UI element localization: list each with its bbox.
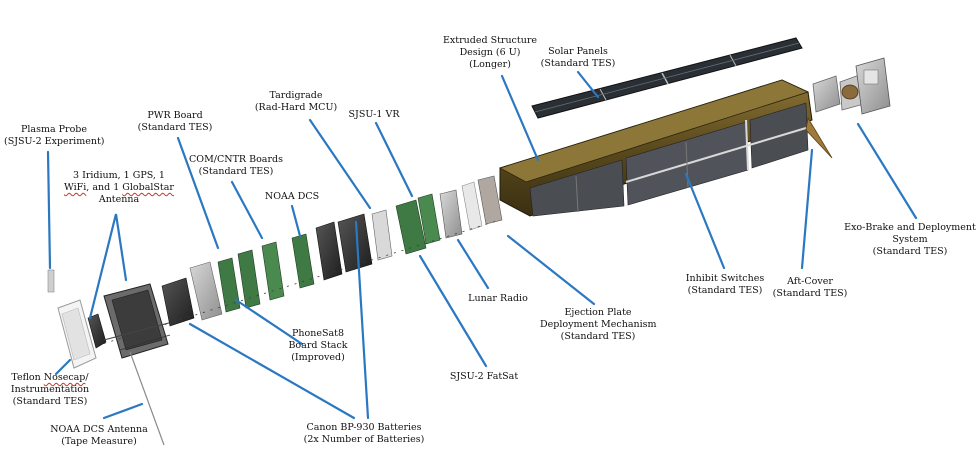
leader-batteries-left (188, 322, 356, 420)
leader-solar-panels (576, 70, 600, 99)
leader-aft-cover (800, 148, 814, 270)
label-lunar-radio: Lunar Radio (466, 293, 530, 305)
label-pwr-board-line2: (Standard TES) (137, 122, 213, 133)
leader-plasma-probe (46, 150, 52, 270)
label-plasma-probe-line2: (SJSU-2 Experiment) (4, 136, 105, 147)
label-teflon-line3: (Standard TES) (12, 396, 88, 407)
label-lunar-radio-line1: Lunar Radio (468, 293, 528, 304)
leader-lunar-radio (456, 238, 490, 290)
label-noaa-dcs: NOAA DCS (264, 191, 320, 203)
solar-panel-strip (531, 37, 803, 119)
label-noaa-antenna: NOAA DCS Antenna (Tape Measure) (44, 424, 154, 448)
label-extruded-structure-line2: Design (6 U) (459, 47, 521, 58)
label-inhibit-line1: Inhibit Switches (685, 273, 765, 284)
leader-antenna (88, 213, 128, 320)
label-antenna-globalstar: GlobalStar (122, 182, 174, 193)
label-aft-cover-line1: Aft-Cover (787, 276, 833, 287)
label-tardigrade: Tardigrade (Rad-Hard MCU) (252, 90, 340, 114)
label-teflon-word: Teflon (11, 372, 44, 383)
leader-phonesat (234, 298, 304, 346)
label-inhibit-line2: (Standard TES) (687, 285, 763, 296)
label-antenna-line3: Antenna (98, 194, 140, 205)
label-batteries: Canon BP-930 Batteries (2x Number of Bat… (300, 422, 428, 446)
label-plasma-probe: Plasma Probe (SJSU-2 Experiment) (4, 124, 105, 148)
label-extruded-structure: Extruded Structure Design (6 U) (Longer) (440, 35, 540, 71)
label-plasma-probe-line1: Plasma Probe (20, 124, 88, 135)
aft-cover-fin (805, 116, 833, 159)
leader-com-cntr (230, 180, 264, 240)
label-aft-cover: Aft-Cover (Standard TES) (770, 276, 850, 300)
leader-extruded-structure (500, 74, 540, 162)
label-tardigrade-line1: Tardigrade (269, 90, 323, 101)
label-teflon-nosecap: Nosecap (43, 372, 86, 383)
leader-noaa-dcs (290, 204, 302, 238)
label-tardigrade-line2: (Rad-Hard MCU) (254, 102, 338, 113)
label-sjsu2-fatsat: SJSU-2 FatSat (446, 371, 522, 383)
label-com-cntr: COM/CNTR Boards (Standard TES) (186, 154, 286, 178)
label-ejection-plate: Ejection Plate Deployment Mechanism (Sta… (540, 307, 657, 343)
label-solar-panels: Solar Panels (Standard TES) (540, 46, 616, 70)
label-phonesat-line1: PhoneSat8 (291, 328, 344, 339)
tape-measure-antenna (129, 351, 165, 446)
label-com-cntr-line1: COM/CNTR Boards (189, 154, 283, 165)
leader-teflon (54, 358, 72, 376)
label-inhibit: Inhibit Switches (Standard TES) (680, 273, 770, 297)
label-teflon: Teflon Nosecap/ Instrumentation (Standar… (2, 372, 98, 408)
leader-pwr-board (176, 136, 220, 250)
label-exo-brake-line1: Exo-Brake and Deployment (844, 222, 976, 233)
label-extruded-structure-line3: (Longer) (469, 59, 511, 70)
leader-lines (46, 70, 918, 420)
exo-brake-assembly (812, 57, 891, 115)
label-teflon-slash: / (85, 372, 89, 383)
label-exo-brake-line2: System (892, 234, 928, 245)
label-sjsu1-vr-line1: SJSU-1 VR (348, 109, 400, 120)
board-stack (47, 175, 503, 369)
label-pwr-board: PWR Board (Standard TES) (132, 110, 218, 134)
label-antenna-line2: WiFi, and 1 GlobalStar (64, 182, 174, 194)
label-com-cntr-line2: (Standard TES) (198, 166, 274, 177)
label-extruded-structure-line1: Extruded Structure (443, 35, 537, 46)
label-pwr-board-line1: PWR Board (147, 110, 203, 121)
leader-sjsu1-vr (374, 121, 414, 198)
label-ejection-plate-line2: Deployment Mechanism (540, 319, 657, 330)
label-exo-brake-line3: (Standard TES) (872, 246, 948, 257)
label-ejection-plate-line1: Ejection Plate (564, 307, 632, 318)
label-antenna-and: , and 1 (86, 182, 123, 193)
label-antenna-line1: 3 Iridium, 1 GPS, 1 (73, 170, 165, 181)
leader-batteries-right (354, 220, 370, 420)
label-exo-brake: Exo-Brake and Deployment System (Standar… (844, 222, 976, 258)
label-teflon-line2: Instrumentation (10, 384, 90, 395)
label-sjsu2-fatsat-line1: SJSU-2 FatSat (449, 371, 519, 382)
label-phonesat: PhoneSat8 Board Stack (Improved) (280, 328, 356, 364)
leader-inhibit (684, 172, 726, 270)
label-teflon-line1: Teflon Nosecap/ (2, 372, 98, 384)
label-solar-panels-line2: (Standard TES) (540, 58, 616, 69)
label-antenna: 3 Iridium, 1 GPS, 1 WiFi, and 1 GlobalSt… (64, 170, 174, 206)
leader-noaa-antenna (102, 402, 144, 420)
label-noaa-antenna-line2: (Tape Measure) (61, 436, 137, 447)
label-noaa-dcs-line1: NOAA DCS (264, 191, 320, 202)
label-antenna-wifi: WiFi (64, 182, 87, 193)
leader-ejection-plate (506, 234, 596, 306)
label-noaa-antenna-line1: NOAA DCS Antenna (50, 424, 148, 435)
label-phonesat-line3: (Improved) (291, 352, 345, 363)
label-aft-cover-line2: (Standard TES) (772, 288, 848, 299)
label-phonesat-line2: Board Stack (288, 340, 348, 351)
extruded-structure (498, 79, 813, 217)
label-ejection-plate-line3: (Standard TES) (560, 331, 636, 342)
leader-exo-brake (856, 122, 918, 220)
label-sjsu1-vr: SJSU-1 VR (344, 109, 404, 121)
label-batteries-line2: (2x Number of Batteries) (303, 434, 425, 445)
label-batteries-line1: Canon BP-930 Batteries (306, 422, 422, 433)
leader-tardigrade (308, 118, 372, 210)
label-solar-panels-line1: Solar Panels (548, 46, 608, 57)
leader-sjsu2-fatsat (418, 254, 488, 368)
